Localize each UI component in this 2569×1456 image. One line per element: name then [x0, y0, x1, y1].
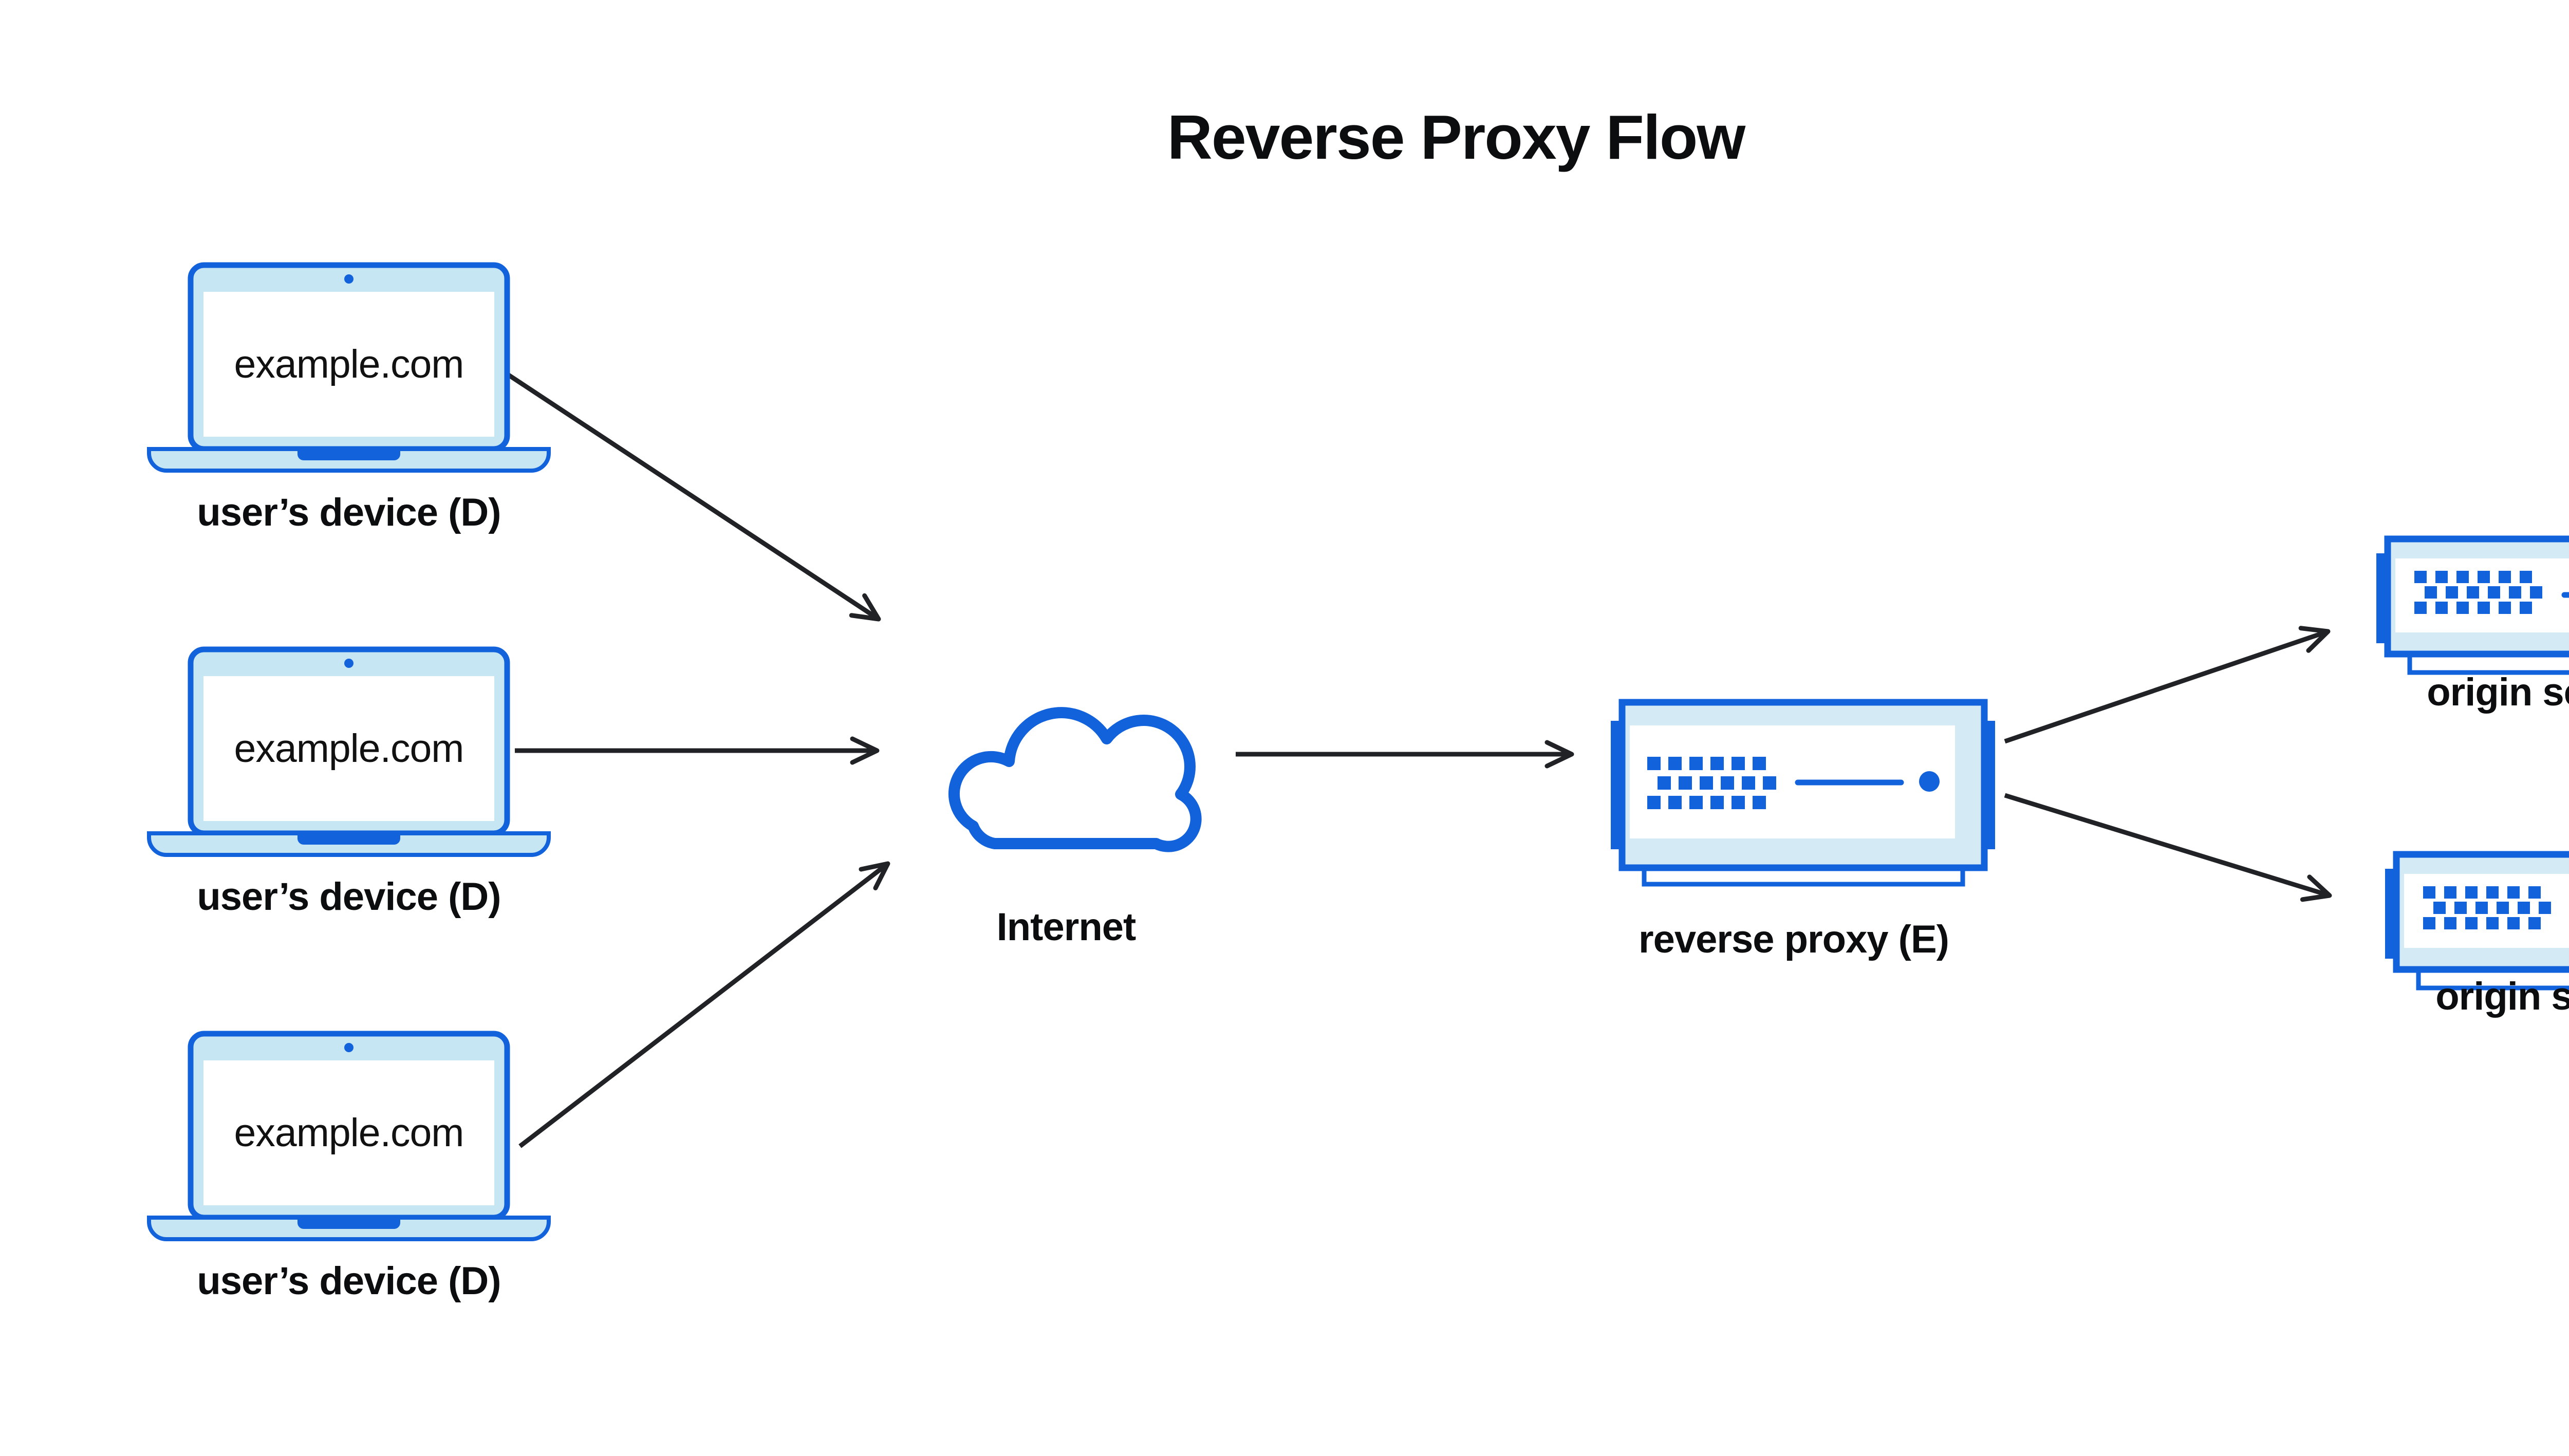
device2-label: user’s device (D): [197, 875, 501, 919]
arrow-device3-internet: [518, 861, 890, 1148]
arrow-proxy-origin1: [2004, 626, 2331, 744]
device3-screen-url: example.com: [234, 1110, 464, 1155]
arrow-proxy-origin2: [2004, 793, 2332, 902]
device1-node: example.com: [146, 262, 552, 474]
arrow-device1-internet: [507, 373, 881, 622]
internet-node: [919, 654, 1206, 866]
cloud-icon: [948, 707, 1202, 852]
device1-label: user’s device (D): [197, 491, 501, 534]
page-title: Reverse Proxy Flow: [1167, 102, 1746, 172]
reverse-proxy-label: reverse proxy (E): [1639, 918, 1949, 961]
internet-label: Internet: [996, 905, 1137, 949]
origin1-label: origin server (F): [2427, 670, 2569, 714]
device3-label: user’s device (D): [197, 1259, 501, 1303]
device1-screen-url: example.com: [234, 342, 464, 386]
device3-node: example.com: [146, 1031, 552, 1242]
reverse-proxy-node: [1610, 698, 1996, 914]
device2-screen-url: example.com: [234, 726, 464, 771]
origin2-label: origin server (F): [2435, 975, 2569, 1018]
device2-node: example.com: [146, 646, 552, 858]
server-icon: [1610, 698, 1996, 914]
